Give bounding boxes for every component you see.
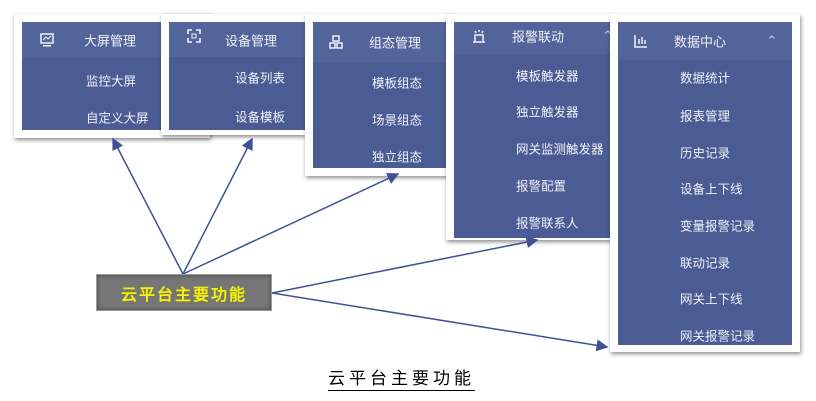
menu-item[interactable]: 独立组态 bbox=[372, 149, 423, 165]
arrow-to-configuration bbox=[182, 172, 400, 275]
menu-item[interactable]: 监控大屏 bbox=[86, 73, 137, 89]
menu-item[interactable]: 报表管理 bbox=[680, 108, 731, 124]
arrow-to-data-center bbox=[271, 292, 609, 352]
figure-caption: 云平台主要功能 bbox=[328, 369, 475, 391]
device-grid-icon bbox=[187, 29, 201, 43]
menu-title: 设备管理 bbox=[225, 34, 278, 49]
menu-header-data-center[interactable]: 数据中心 ^ bbox=[618, 22, 792, 60]
menu-title: 数据中心 bbox=[674, 35, 727, 51]
menu-title: 组态管理 bbox=[369, 36, 422, 52]
menu-title: 报警联动 bbox=[512, 30, 565, 46]
menu-item[interactable]: 网关报警记录 bbox=[680, 328, 756, 344]
chevron-up-icon[interactable]: ^ bbox=[767, 34, 776, 46]
menu-item[interactable]: 设备上下线 bbox=[680, 181, 743, 197]
menu-header-configuration[interactable]: 组态管理 bbox=[313, 22, 452, 62]
menu-item[interactable]: 设备列表 bbox=[235, 70, 286, 86]
menu-item[interactable]: 模板触发器 bbox=[516, 68, 579, 84]
arrow-to-alarm bbox=[271, 236, 539, 294]
menu-item[interactable]: 场景组态 bbox=[372, 112, 423, 128]
menu-header-device[interactable]: 设备管理 bbox=[169, 22, 305, 57]
center-label: 云平台主要功能 bbox=[96, 274, 272, 311]
arrow-to-big-screen bbox=[112, 137, 184, 275]
panel-configuration: 组态管理 模板组态 场景组态 独立组态 bbox=[305, 14, 452, 176]
menu-item[interactable]: 独立触发器 bbox=[516, 104, 579, 120]
menu-header-alarm[interactable]: 报警联动 ^ bbox=[454, 22, 610, 54]
menu-title: 大屏管理 bbox=[84, 34, 137, 50]
alarm-light-icon bbox=[473, 30, 485, 43]
menu-item[interactable]: 报警配置 bbox=[516, 178, 567, 194]
menu-item[interactable]: 历史记录 bbox=[680, 145, 731, 161]
monitor-icon bbox=[40, 33, 54, 47]
panel-device: 设备管理 设备列表 设备模板 bbox=[161, 14, 305, 135]
chevron-up-icon[interactable]: ^ bbox=[603, 29, 610, 41]
menu-item[interactable]: 设备模板 bbox=[235, 109, 286, 125]
arrow-to-device bbox=[182, 137, 253, 275]
menu-item[interactable]: 联动记录 bbox=[680, 255, 731, 271]
menu-item[interactable]: 自定义大屏 bbox=[86, 110, 149, 126]
menu-item[interactable]: 网关监测触发器 bbox=[516, 141, 604, 157]
menu-item[interactable]: 网关上下线 bbox=[680, 291, 743, 307]
menu-item[interactable]: 模板组态 bbox=[372, 75, 423, 91]
panel-alarm: 报警联动 ^ 模板触发器 独立触发器 网关监测触发器 报警配置 报警联系人 bbox=[446, 14, 612, 240]
topology-icon bbox=[329, 35, 343, 49]
bar-chart-icon bbox=[634, 35, 647, 48]
menu-item[interactable]: 数据统计 bbox=[680, 70, 731, 86]
panel-data-center: 数据中心 ^ 数据统计 报表管理 历史记录 设备上下线 变量报警记录 联动记录 … bbox=[610, 14, 800, 352]
menu-item[interactable]: 报警联系人 bbox=[516, 215, 579, 231]
menu-item[interactable]: 变量报警记录 bbox=[680, 218, 756, 234]
